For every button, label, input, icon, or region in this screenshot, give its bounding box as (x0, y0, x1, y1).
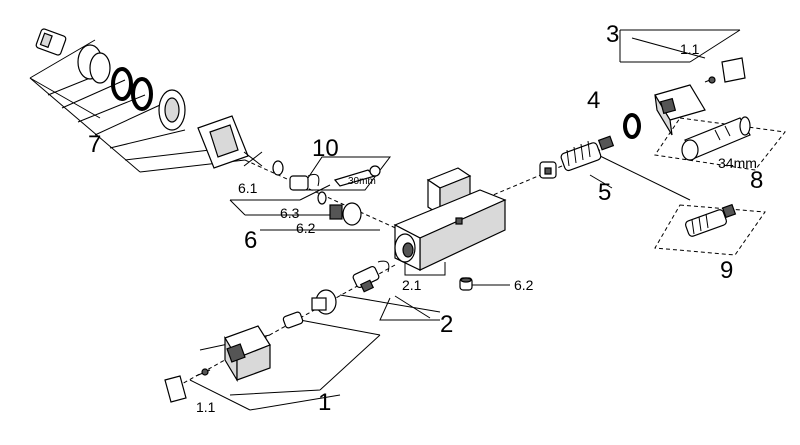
part-group-3 (654, 57, 746, 136)
label-8-dim: 34mm (718, 155, 757, 171)
part-group-8 (681, 116, 751, 161)
label-2: 2 (440, 311, 453, 338)
retaining-screw (243, 151, 263, 167)
part-group-2 (352, 260, 390, 293)
connector-fitting (35, 28, 67, 56)
label-4: 4 (587, 87, 600, 114)
screw-1-1-right (704, 76, 716, 84)
label-6-2-right: 6.2 (514, 277, 534, 293)
labels: 7 6.1 6.3 6.2 6 10 30mm 3 1.1 4 5 34mm 8… (88, 21, 763, 416)
label-10-dim: 30mm (348, 176, 376, 187)
label-8: 8 (750, 167, 763, 194)
label-9: 9 (720, 257, 733, 284)
valve-fitting (539, 161, 557, 179)
label-2-1: 2.1 (402, 277, 422, 293)
o-ring-1 (111, 67, 133, 101)
part-group-5 (539, 135, 615, 179)
part-group-4 (623, 113, 641, 139)
handle-cap-3 (654, 84, 706, 136)
screw-1-1-left (195, 368, 211, 377)
label-1-1-left: 1.1 (196, 399, 216, 415)
cartridge-9 (684, 203, 737, 237)
part-group-9 (684, 203, 737, 237)
cartridge-5 (560, 135, 615, 172)
spanner-tool (333, 165, 381, 187)
sleeve (77, 44, 111, 84)
square-rosette (197, 115, 249, 169)
thermostat-body (393, 167, 507, 271)
label-5: 5 (598, 179, 611, 206)
label-1-1-right: 1.1 (680, 41, 700, 57)
label-6-1: 6.1 (238, 180, 258, 196)
label-7: 7 (88, 131, 101, 158)
thermostatic-element-8 (681, 116, 751, 161)
spindle-1 (282, 311, 304, 329)
handle-cap-1 (224, 325, 271, 383)
label-3: 3 (606, 21, 619, 48)
label-10: 10 (312, 135, 339, 162)
label-1: 1 (318, 389, 331, 416)
washer-6-1 (272, 160, 284, 176)
check-valve-6-3 (289, 173, 320, 191)
seal-6-2-right (459, 277, 473, 291)
label-6: 6 (244, 227, 257, 254)
part-group-1 (164, 289, 337, 403)
cover-plate-1-1-right (721, 57, 746, 83)
adapter-nut (329, 202, 362, 226)
ring-4 (623, 113, 641, 139)
adapter-1 (311, 289, 337, 315)
cover-plate-1-1-left (164, 375, 187, 403)
seal-6-2 (317, 191, 327, 205)
threaded-nut (158, 89, 186, 131)
label-6-3: 6.3 (280, 205, 300, 221)
o-ring-2 (131, 77, 153, 111)
cartridge-2 (352, 260, 390, 293)
part-group-7 (35, 28, 263, 169)
label-6-2-left: 6.2 (296, 220, 316, 236)
part-group-6 (272, 160, 362, 226)
